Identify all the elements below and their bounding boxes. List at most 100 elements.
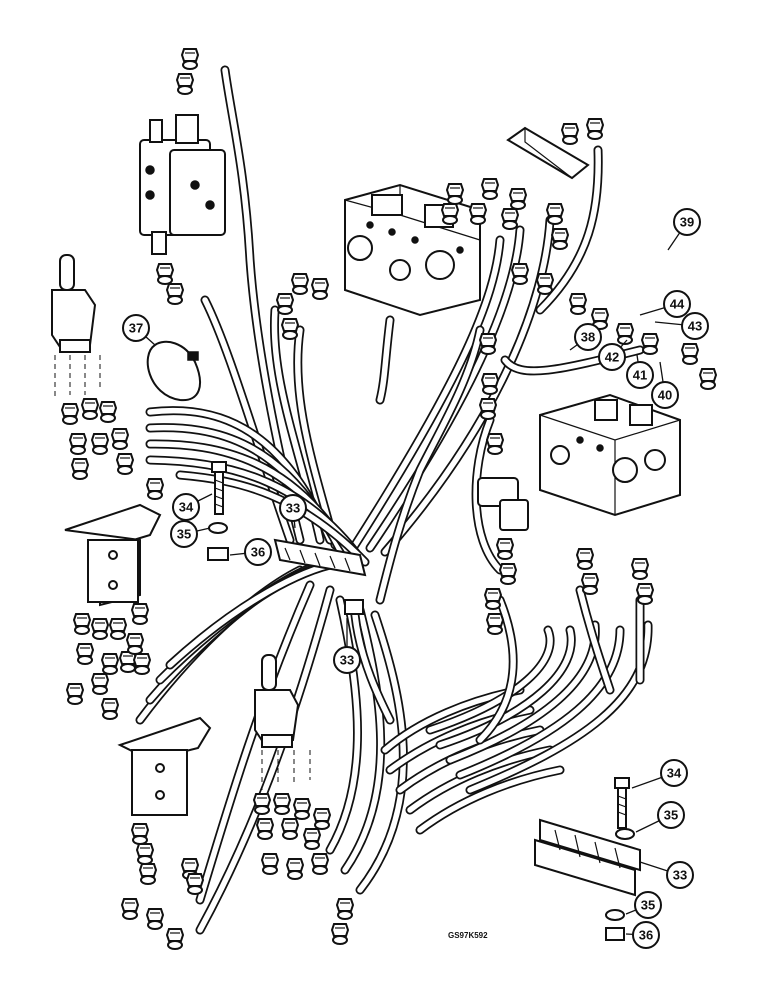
callout-label: 41	[633, 368, 647, 383]
fitting-13	[508, 188, 528, 210]
hose-1-core	[222, 67, 303, 543]
callout-35: 35	[635, 801, 685, 833]
fitting-2	[175, 73, 195, 95]
fitting-78	[335, 898, 355, 920]
hose-39-core	[577, 587, 613, 693]
fitting-28	[480, 373, 500, 395]
fitting-19	[568, 293, 588, 315]
callout-36: 36	[229, 538, 272, 566]
fitting-79	[330, 923, 350, 945]
fitting-23	[680, 343, 700, 365]
callout-43: 43	[654, 312, 709, 340]
mounting-bracket-lower	[117, 716, 212, 816]
callout-label: 33	[673, 868, 687, 883]
fitting-58	[125, 633, 145, 655]
fitting-55	[65, 683, 85, 705]
fitting-34	[580, 573, 600, 595]
callout-33: 33	[333, 618, 361, 674]
fitting-46	[115, 453, 135, 475]
callout-label: 36	[251, 545, 265, 560]
fittings	[60, 48, 718, 950]
fitting-3	[155, 263, 175, 285]
fitting-45	[70, 458, 90, 480]
fitting-75	[120, 898, 140, 920]
callout-label: 38	[581, 330, 595, 345]
fitting-67	[260, 853, 280, 875]
fitting-64	[255, 818, 275, 840]
callout-label: 35	[641, 898, 655, 913]
fitting-16	[550, 228, 570, 250]
fitting-72	[130, 823, 150, 845]
fitting-1	[180, 48, 200, 70]
fitting-51	[75, 643, 95, 665]
callout-label: 43	[688, 319, 702, 334]
fitting-24	[698, 368, 718, 390]
callout-label: 34	[667, 766, 682, 781]
solenoid-valve	[477, 477, 529, 531]
fitting-56	[100, 698, 120, 720]
fitting-50	[108, 618, 128, 640]
hose-6-core	[377, 317, 393, 403]
fitting-17	[510, 263, 530, 285]
fitting-38	[485, 613, 505, 635]
callout-label: 35	[664, 808, 678, 823]
fitting-66	[302, 828, 322, 850]
hose-22-core	[197, 582, 313, 903]
callout-label: 33	[286, 501, 300, 516]
fitting-9	[445, 183, 465, 205]
hose-15-core	[377, 327, 483, 603]
callout-35: 35	[625, 891, 662, 919]
fitting-57	[130, 603, 150, 625]
fitting-35	[630, 558, 650, 580]
fitting-62	[292, 798, 312, 820]
fitting-42	[68, 433, 88, 455]
hose-37-core	[352, 612, 393, 723]
fitting-5	[290, 273, 310, 295]
callout-label: 39	[680, 215, 694, 230]
fitting-22	[640, 333, 660, 355]
fitting-4	[165, 283, 185, 305]
bolt-right	[614, 777, 630, 829]
fitting-49	[90, 618, 110, 640]
top-left-control-valve	[139, 114, 226, 255]
callout-34: 34	[172, 493, 213, 521]
fitting-39	[60, 403, 80, 425]
hose-clip	[146, 340, 201, 402]
hose-clamp-lower-right	[534, 818, 641, 897]
hose-17-core	[473, 417, 503, 573]
hose-35-core	[457, 627, 623, 778]
fitting-7	[275, 293, 295, 315]
fitting-11	[480, 178, 500, 200]
hose-32-core	[427, 627, 553, 733]
callout-44: 44	[639, 290, 691, 318]
fitting-27	[478, 333, 498, 355]
fitting-53	[118, 651, 138, 673]
fitting-37	[483, 588, 503, 610]
fitting-12	[468, 203, 488, 225]
fitting-48	[72, 613, 92, 635]
fitting-30	[485, 433, 505, 455]
washer-and-nut-center	[207, 522, 229, 561]
washer-and-nut-right	[605, 828, 635, 941]
fitting-40	[80, 398, 100, 420]
fitting-74	[138, 863, 158, 885]
fitting-73	[135, 843, 155, 865]
callout-41: 41	[626, 354, 654, 389]
fitting-63	[312, 808, 332, 830]
joystick-upper	[51, 254, 101, 400]
callout-label: 42	[605, 350, 619, 365]
callout-label: 37	[129, 321, 143, 336]
bolt-center	[211, 461, 227, 515]
fitting-14	[500, 208, 520, 230]
fitting-44	[110, 428, 130, 450]
right-valve-block	[539, 393, 681, 517]
fitting-52	[100, 653, 120, 675]
hose-23-core	[197, 587, 333, 933]
fitting-15	[545, 203, 565, 225]
fitting-18	[535, 273, 555, 295]
fitting-76	[145, 908, 165, 930]
hose-31-core	[417, 767, 563, 833]
hose-8-core	[367, 227, 523, 551]
